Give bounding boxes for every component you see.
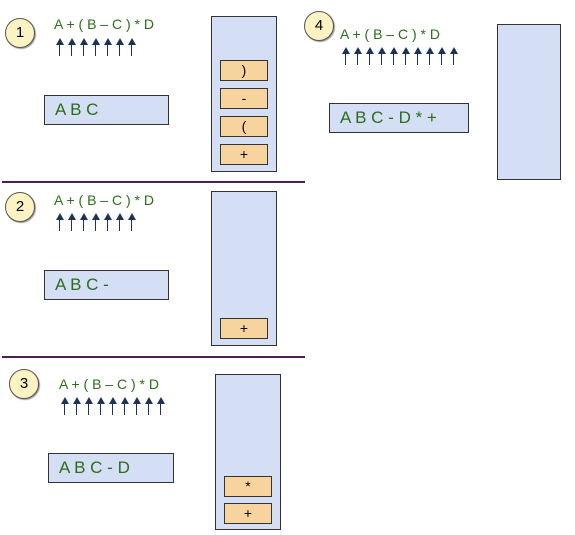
stack-item: * [224, 476, 272, 497]
step-badge-3: 3 [9, 369, 39, 399]
scan-arrows [55, 213, 139, 231]
operator-stack [497, 24, 561, 180]
step-badge-2: 2 [5, 192, 35, 222]
scan-arrows [60, 397, 168, 415]
scan-arrows [341, 47, 461, 65]
step-badge-4: 4 [304, 11, 334, 41]
expression-text: A + ( B – C ) * D [54, 16, 154, 32]
output-box: A B C - D * + [329, 103, 469, 133]
output-box: A B C [44, 95, 169, 125]
stack-item: + [220, 144, 268, 165]
operator-stack: ) - ( + [211, 16, 277, 172]
stack-item: + [224, 503, 272, 524]
scan-arrows [55, 38, 139, 56]
stack-item: - [220, 88, 268, 109]
operator-stack: * + [215, 374, 281, 530]
section-divider [2, 181, 305, 183]
stack-item: + [220, 318, 268, 339]
output-box: A B C - D [48, 453, 174, 483]
expression-text: A + ( B – C ) * D [54, 192, 154, 208]
stack-item: ( [220, 116, 268, 137]
section-divider [2, 356, 305, 358]
operator-stack: + [211, 191, 277, 346]
expression-text: A + ( B – C ) * D [59, 376, 159, 392]
output-box: A B C - [44, 270, 169, 300]
expression-text: A + ( B – C ) * D [340, 26, 440, 42]
stack-item: ) [220, 60, 268, 81]
step-badge-1: 1 [5, 18, 35, 48]
